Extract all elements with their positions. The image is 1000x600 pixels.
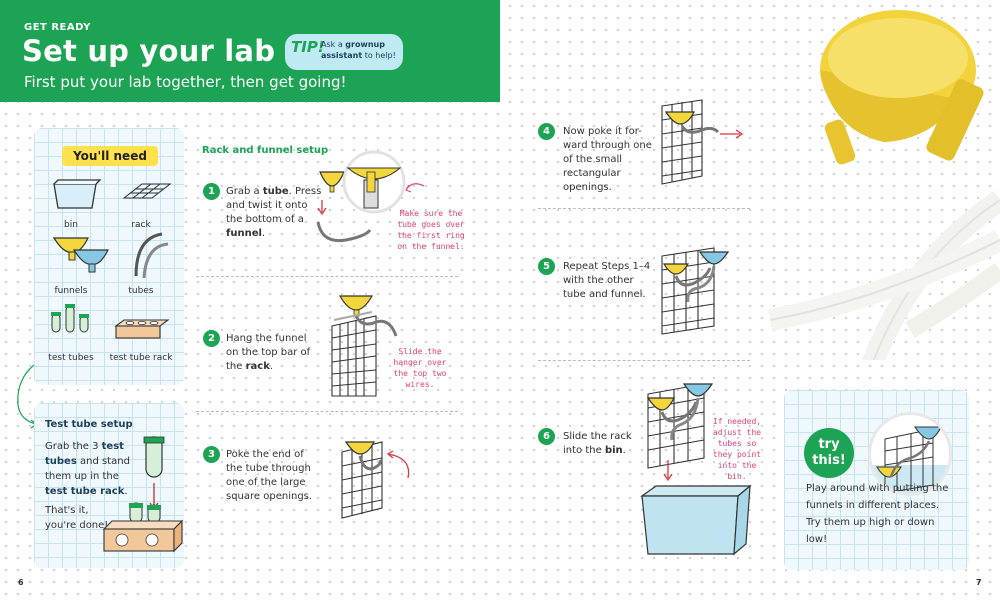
step-1-number: 1: [203, 183, 220, 200]
step-5-illustration: [661, 247, 730, 335]
need-label-funnels: funnels: [54, 286, 88, 296]
step-3-number: 3: [203, 446, 220, 463]
test-tube-rack-icon: [114, 319, 170, 339]
tip-word: TIP!: [291, 38, 325, 56]
header-banner: GET READY Set up your lab First put your…: [0, 0, 500, 102]
step-1-text: Grab a tube. Press and twist it onto the…: [226, 186, 322, 239]
need-label-rack: rack: [131, 220, 151, 230]
page-number-left: 6: [18, 578, 24, 587]
funnel-icon: [52, 237, 109, 273]
tip-bubble: TIP! Ask a grownup assistant to help!: [285, 34, 403, 70]
test-tube-setup-illustration: [102, 436, 184, 553]
step-1-illustration: [316, 150, 425, 243]
test-tubes-icon: [51, 304, 89, 333]
divider-2: [196, 411, 458, 412]
step-3-text: Poke the end of the tube through one of …: [226, 449, 313, 502]
test-tube-setup-heading: Test tube setup: [45, 419, 133, 430]
you-will-need-panel: You'll need: [34, 128, 184, 385]
rack-icon: [122, 183, 172, 199]
test-tube-setup-text: Grab the 3 test tubes and stand them up …: [45, 441, 130, 497]
step-4-number: 4: [538, 123, 555, 140]
bin-icon: [640, 484, 752, 556]
step-6-illustration: [640, 383, 752, 556]
test-tube-setup-done: That's it, you're done!: [45, 505, 109, 531]
supplies-illustration: [51, 179, 172, 339]
kicker: GET READY: [24, 22, 91, 33]
test-tube-setup-panel: Test tube setup Grab the 3 test tubes an…: [34, 403, 184, 568]
need-label-bin: bin: [64, 220, 78, 230]
try-this-text: Play around with putting the funnels in …: [806, 483, 949, 545]
step-4-text: Now poke it for-ward through one of the …: [563, 126, 652, 193]
divider-1: [196, 276, 458, 277]
step-5-number: 5: [538, 258, 555, 275]
step-5-text: Repeat Steps 1–4 with the other tube and…: [563, 261, 651, 300]
step-6-note: If needed, adjust the tubes so they poin…: [712, 417, 762, 481]
need-label-tubes: tubes: [128, 286, 154, 296]
divider-3: [538, 208, 750, 209]
page-title: Set up your lab: [22, 34, 276, 68]
divider-4: [538, 360, 750, 361]
tubes-icon: [134, 232, 169, 279]
step-2-text: Hang the funnel on the top bar of the ra…: [226, 333, 311, 372]
page-subtitle: First put your lab together, then get go…: [24, 73, 347, 91]
funnel-photo: [768, 10, 1000, 360]
need-label-test-tube-rack: test tube rack: [109, 353, 173, 363]
step-1-note: Make sure the tube goes over the first r…: [397, 209, 465, 251]
rack-funnel-setup-heading: Rack and funnel setup: [202, 145, 329, 156]
step-6-text: Slide the rack into the bin.: [563, 431, 632, 456]
page-number-right: 7: [976, 578, 982, 587]
tip-text: Ask a grownup assistant to help!: [321, 40, 396, 60]
step-1-zoom-circle: [342, 150, 406, 214]
bin-icon: [53, 179, 102, 209]
step-2-note: Slide the hanger over the top two wires.: [393, 347, 447, 389]
step-3-illustration: [341, 441, 410, 519]
step-4-illustration: [661, 99, 744, 185]
need-heading: You'll need: [62, 146, 158, 166]
step-2-number: 2: [203, 330, 220, 347]
step-2-illustration: [331, 295, 398, 397]
step-6-number: 6: [538, 428, 555, 445]
need-label-test-tubes: test tubes: [48, 353, 94, 363]
